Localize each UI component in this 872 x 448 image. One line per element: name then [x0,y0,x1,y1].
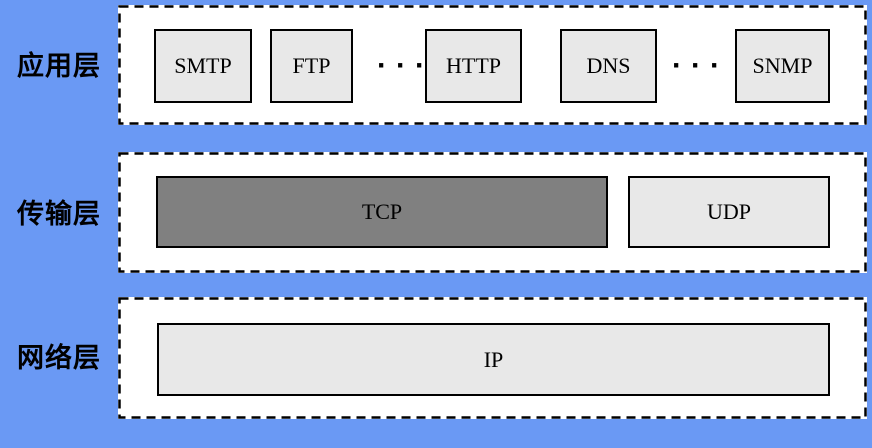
layer-panel-application: SMTP FTP ··· HTTP DNS ··· SNMP [118,5,867,125]
layer-label-network: 网络层 [17,343,101,373]
dashed-border [118,5,867,125]
dashed-border [118,152,867,273]
protocol-box-snmp: SNMP [735,29,830,103]
protocol-box-dns: DNS [560,29,657,103]
protocol-box-ip: IP [157,323,830,396]
ellipsis-dots: ··· [377,49,434,82]
ellipsis-dots: ··· [672,49,729,82]
layer-label-transport: 传输层 [17,199,101,229]
layer-label-application: 应用层 [17,51,101,81]
layer-panel-transport: TCP UDP [118,152,867,273]
layer-panel-network: IP [118,297,867,419]
protocol-box-tcp: TCP [156,176,608,248]
protocol-box-udp: UDP [628,176,830,248]
dashed-border [118,297,867,419]
protocol-box-http: HTTP [425,29,522,103]
protocol-box-smtp: SMTP [154,29,252,103]
protocol-box-ftp: FTP [270,29,353,103]
